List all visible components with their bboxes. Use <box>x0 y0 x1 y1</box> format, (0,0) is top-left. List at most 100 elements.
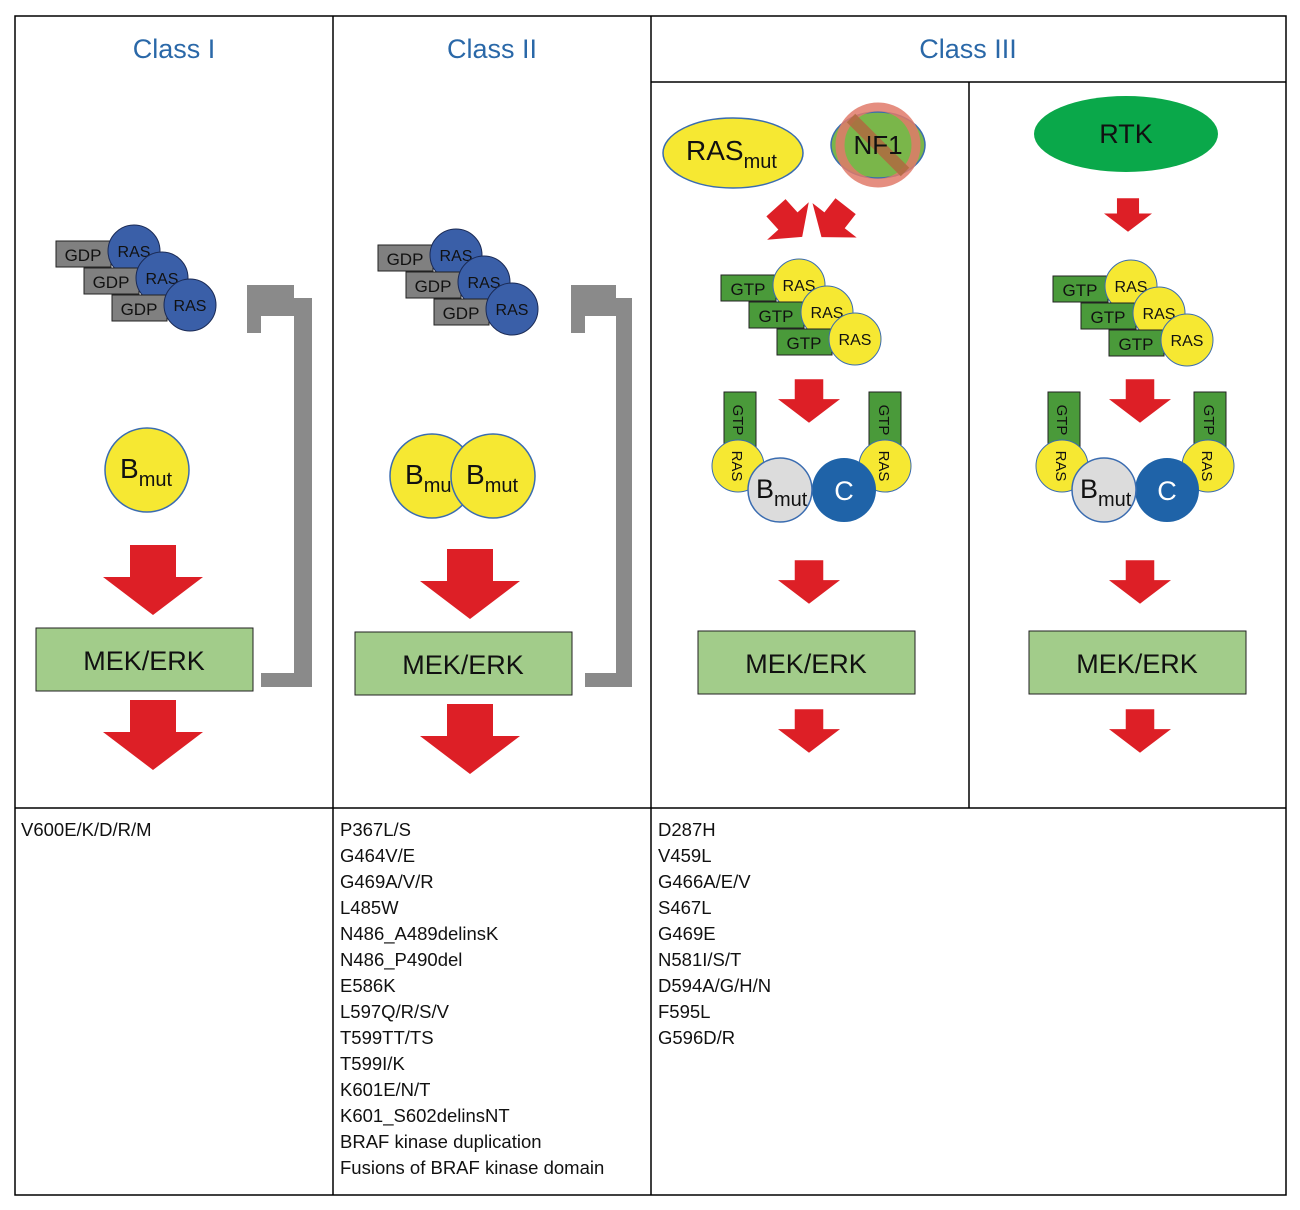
mutation-item: L597Q/R/S/V <box>340 1001 450 1022</box>
arrow-down <box>420 704 520 774</box>
ras-label: RAS <box>146 271 179 288</box>
arrow-down <box>1109 560 1171 604</box>
mutation-item: G469A/V/R <box>340 871 434 892</box>
b-label: Bmut <box>756 474 808 511</box>
mek-erk-label: MEK/ERK <box>83 646 205 676</box>
class-ii-ras-gdp-stack: GDP RAS GDP RAS GDP RAS <box>377 228 539 336</box>
arrow-down <box>1104 198 1152 232</box>
arrow-down <box>778 709 840 753</box>
mutation-item: V459L <box>658 845 712 866</box>
c-label: C <box>1157 476 1177 506</box>
feedback-inhibition <box>247 285 312 687</box>
class-i-braf-monomer: Bmut <box>104 427 190 513</box>
gtp-label: GTP <box>787 334 822 353</box>
class-iii-mek-erk-box: MEK/ERK <box>697 630 916 695</box>
mutation-item: BRAF kinase duplication <box>340 1131 542 1152</box>
mutation-item: D287H <box>658 819 716 840</box>
ras-label: RAS <box>118 244 151 261</box>
mutation-item: G466A/E/V <box>658 871 751 892</box>
b-label: Bmut <box>1080 474 1132 511</box>
mutation-item: G469E <box>658 923 716 944</box>
gtp-label: GTP <box>1119 335 1154 354</box>
ras-label: RAS <box>728 451 745 482</box>
arrow-down <box>1109 709 1171 753</box>
ras-label: RAS <box>440 248 473 265</box>
ras-label: RAS <box>468 275 501 292</box>
feedback-inhibition <box>571 285 632 687</box>
gdp-label: GDP <box>415 277 452 296</box>
mutation-item: Fusions of BRAF kinase domain <box>340 1157 605 1178</box>
gtp-label: GTP <box>1053 405 1070 436</box>
gtp-label: GTP <box>759 307 794 326</box>
table-frame <box>14 15 1287 1196</box>
class-iii-mutation-list: D287H V459L G466A/E/V S467L G469E N581I/S/T D5… <box>658 817 771 1051</box>
mutation-item: V600E/K/D/R/M <box>21 819 152 840</box>
mutation-item: S467L <box>658 897 712 918</box>
arrow-down <box>103 545 203 615</box>
mutation-item: P367L/S <box>340 819 411 840</box>
arrow-down <box>420 549 520 619</box>
class-i-mutation-list: V600E/K/D/R/M <box>21 817 152 843</box>
class-iii-ras-gtp-stack: GTP RAS GTP RAS GTP RAS <box>720 258 882 366</box>
gdp-label: GDP <box>387 250 424 269</box>
gdp-label: GDP <box>443 304 480 323</box>
gtp-label: GTP <box>729 405 746 436</box>
ras-label: RAS <box>1143 306 1176 323</box>
ras-label: RAS <box>839 332 872 349</box>
mutation-item: G464V/E <box>340 845 416 866</box>
ras-label: RAS <box>1052 451 1069 482</box>
mutation-item: F595L <box>658 1001 711 1022</box>
mutation-item: D594A/G/H/N <box>658 975 772 996</box>
mek-erk-label: MEK/ERK <box>402 650 524 680</box>
mutation-item: K601_S602delinsNT <box>340 1105 510 1126</box>
nf1-label: NF1 <box>853 130 902 160</box>
gdp-label: GDP <box>65 246 102 265</box>
rtk-label: RTK <box>1099 119 1153 149</box>
ras-label: RAS <box>1198 451 1215 482</box>
arrow-down <box>778 379 840 423</box>
nf1-loss-symbol: NF1 <box>830 102 926 188</box>
class-i-mek-erk-box: MEK/ERK <box>35 627 254 692</box>
gdp-label: GDP <box>121 300 158 319</box>
mek-erk-label: MEK/ERK <box>1076 649 1198 679</box>
ras-label: RAS <box>174 298 207 315</box>
mutation-item: N581I/S/T <box>658 949 742 970</box>
gdp-label: GDP <box>93 273 130 292</box>
arrow-down <box>1109 379 1171 423</box>
rtk-ellipse: RTK <box>1034 96 1218 172</box>
ras-label: RAS <box>1115 279 1148 296</box>
ras-label: RAS <box>875 451 892 482</box>
arrow-down <box>778 560 840 604</box>
gtp-label: GTP <box>1063 281 1098 300</box>
c-label: C <box>834 476 854 506</box>
b-label: Bmut <box>120 453 172 491</box>
mutation-item: G596D/R <box>658 1027 736 1048</box>
ras-mut-ellipse: RASmut <box>662 117 804 189</box>
rtk-ras-braf-craf-complex: GTP RAS GTP RAS C Bmut <box>1035 391 1235 523</box>
gtp-label: GTP <box>875 405 892 436</box>
class-ii-braf-dimer: Bmut Bmut <box>389 433 536 519</box>
ras-label: RAS <box>783 278 816 295</box>
class-ii-mek-erk-box: MEK/ERK <box>354 631 573 696</box>
class-i-header: Class I <box>133 34 216 64</box>
mek-erk-label: MEK/ERK <box>745 649 867 679</box>
class-ii-mutation-list: P367L/S G464V/E G469A/V/R L485W N486_A489del… <box>340 817 604 1181</box>
mutation-item: K601E/N/T <box>340 1079 431 1100</box>
class-iii-ras-braf-craf-complex: GTP RAS GTP RAS C Bmut <box>711 391 912 523</box>
mutation-item: N486_A489delinsK <box>340 923 499 944</box>
rtk-mek-erk-box: MEK/ERK <box>1028 630 1247 695</box>
b-label: Bmut <box>405 459 457 497</box>
mutation-item: E586K <box>340 975 396 996</box>
ras-label: RAS <box>811 305 844 322</box>
gtp-label: GTP <box>1091 308 1126 327</box>
gtp-label: GTP <box>1200 405 1217 436</box>
mutation-item: L485W <box>340 897 399 918</box>
class-i-ras-gdp-stack: GDP RAS GDP RAS GDP RAS <box>55 224 217 332</box>
ras-label: RAS <box>1171 333 1204 350</box>
gtp-label: GTP <box>731 280 766 299</box>
arrow-diagonal <box>755 188 823 256</box>
mutation-item: T599I/K <box>340 1053 405 1074</box>
rtk-ras-gtp-stack: GTP RAS GTP RAS GTP RAS <box>1052 259 1214 367</box>
b-label: Bmut <box>466 459 518 497</box>
